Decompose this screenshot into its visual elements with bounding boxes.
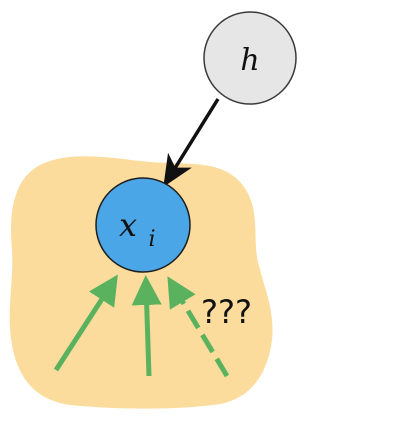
node-x-circle bbox=[95, 177, 191, 273]
edge-h-to-x bbox=[163, 98, 220, 187]
node-h: h bbox=[203, 11, 297, 105]
node-h-circle bbox=[203, 11, 297, 105]
node-x: x i bbox=[95, 177, 191, 273]
node-x-label-main: x bbox=[119, 206, 137, 244]
unknown-annotation: ??? bbox=[201, 293, 252, 331]
node-x-label: x bbox=[119, 206, 137, 244]
input-edge-middle bbox=[131, 275, 162, 377]
node-x-label-subscript: i bbox=[148, 227, 155, 252]
input-edge-unknown-dashed bbox=[167, 276, 230, 378]
node-h-label: h bbox=[240, 43, 259, 78]
input-edge-left bbox=[53, 274, 118, 372]
